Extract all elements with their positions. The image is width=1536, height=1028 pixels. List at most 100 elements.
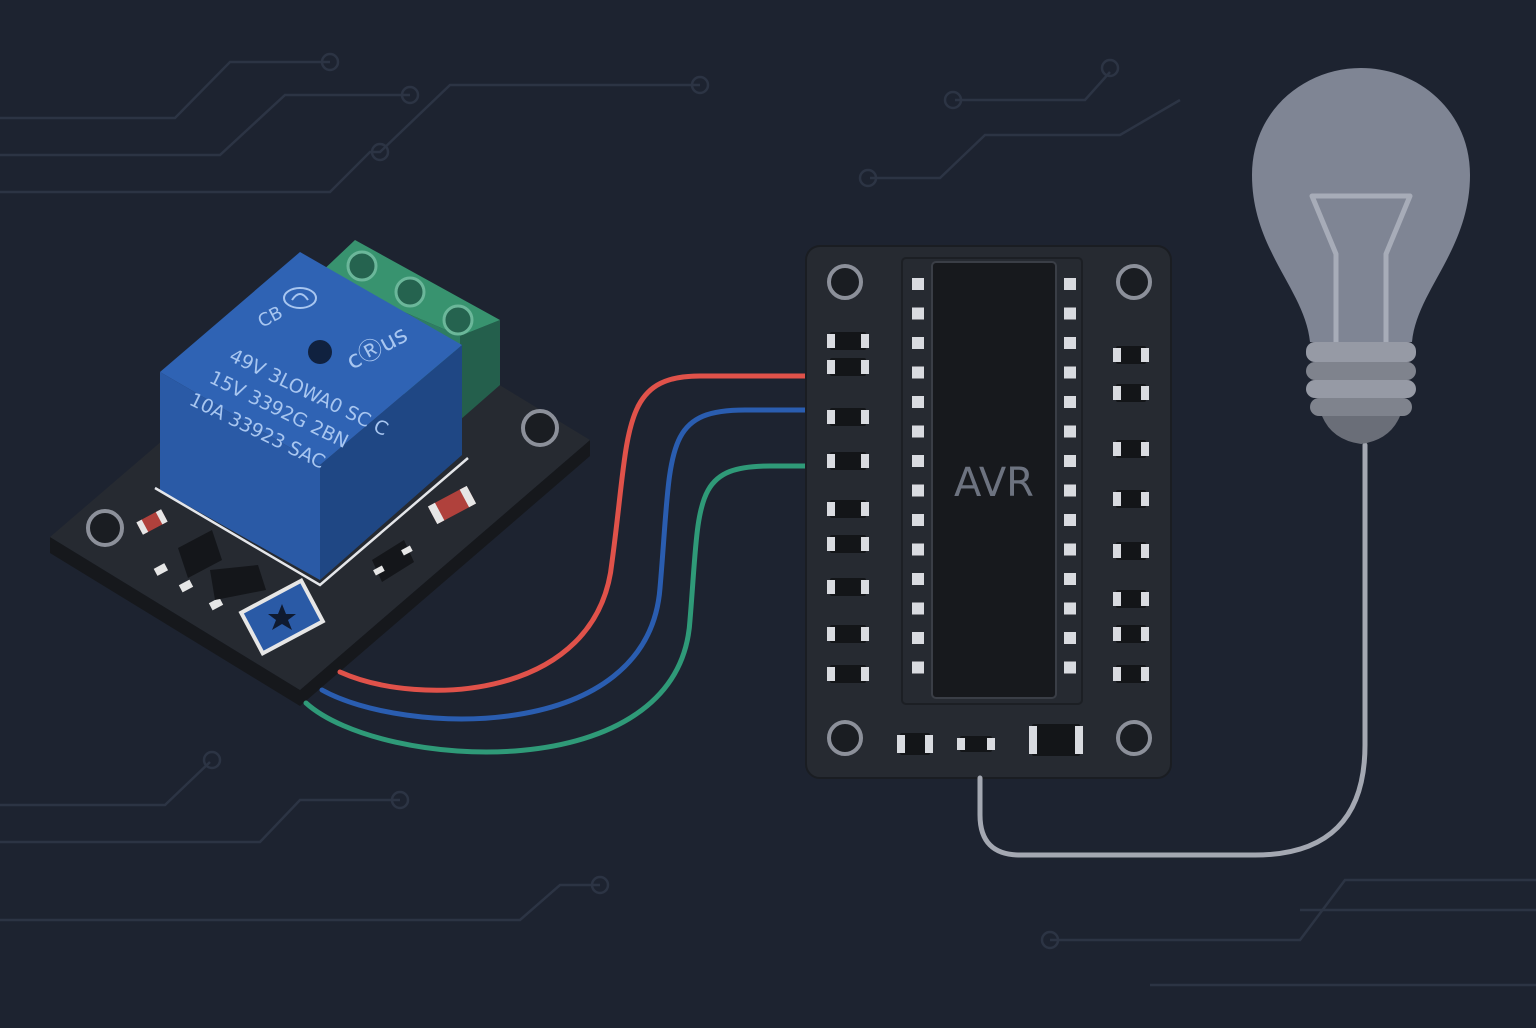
avr-pin-right — [1064, 573, 1076, 585]
relay-cube: CB cⓇus 49V 3LOWA0 SC C 15V 3392G 2BN 10… — [154, 252, 469, 587]
avr-pin-left — [912, 543, 924, 556]
mounting-hole — [521, 409, 559, 447]
signal-wire-blue — [319, 407, 811, 722]
trace-node — [943, 90, 963, 110]
signal-wires — [303, 373, 811, 755]
signal-wire-red — [337, 373, 811, 693]
trace-node — [400, 85, 420, 105]
trace-node — [858, 168, 878, 188]
relay-cube-outline — [154, 457, 469, 587]
relay-cube-left-face — [160, 372, 320, 580]
relay-board-components — [136, 485, 477, 656]
trace — [0, 83, 700, 194]
avr-pin-left — [912, 307, 924, 320]
avr-pin-left — [912, 602, 924, 615]
trace-node — [390, 790, 410, 810]
bulb-power-cord — [977, 442, 1368, 858]
potentiometer-icon — [238, 578, 326, 656]
smd-component-right — [1113, 665, 1149, 683]
avr-pin-right — [1064, 514, 1076, 526]
relay-logo-icon — [283, 287, 317, 309]
avr-pin-right — [1064, 484, 1076, 497]
terminal-block-side — [460, 320, 500, 420]
avr-pin-left — [912, 632, 924, 644]
smd-component-bottom — [897, 733, 933, 755]
avr-pin-left — [912, 661, 924, 674]
trace-node — [320, 52, 340, 72]
smd-component-left — [827, 625, 869, 643]
avr-pin-left — [912, 337, 924, 349]
smd-component-right — [1113, 542, 1149, 560]
avr-development-board: AVR — [805, 245, 1172, 779]
terminal-screw — [442, 304, 474, 336]
smd-component-right — [1113, 440, 1149, 458]
relay-module: CB cⓇus 49V 3LOWA0 SC C 15V 3392G 2BN 10… — [50, 240, 590, 706]
avr-pin-right — [1064, 602, 1076, 615]
smd-component-left — [827, 535, 869, 553]
transistor — [153, 530, 224, 611]
terminal-screw — [394, 276, 426, 308]
smd-component-right — [1113, 384, 1149, 402]
trace-node — [1040, 930, 1060, 950]
mounting-hole — [827, 720, 863, 756]
avr-pin-right — [1064, 425, 1076, 438]
diode — [372, 540, 414, 582]
avr-pin-left — [912, 396, 924, 408]
avr-chip-pins — [912, 278, 1076, 674]
resistor — [427, 485, 477, 525]
mounting-hole — [1116, 720, 1152, 756]
smd-component-left — [827, 665, 869, 683]
avr-pin-left — [912, 455, 924, 467]
avr-pin-left — [912, 366, 924, 379]
smd-component-right — [1113, 625, 1149, 643]
trace-node — [590, 875, 610, 895]
trace — [870, 98, 1181, 180]
resistor — [136, 509, 168, 535]
background-trace-nodes — [202, 52, 1120, 950]
avr-pin-left — [912, 278, 924, 290]
trace — [0, 883, 600, 922]
trace — [955, 71, 1111, 102]
trace-node — [1100, 58, 1120, 78]
avr-chip-socket — [901, 257, 1083, 705]
avr-pin-left — [912, 425, 924, 438]
signal-wire-green — [303, 463, 811, 755]
background-circuit-traces — [0, 60, 1536, 987]
bulb-screw-base — [1306, 342, 1416, 444]
mounting-hole — [1116, 264, 1152, 300]
avr-pin-left — [912, 514, 924, 526]
smd-component-bottom — [1029, 724, 1083, 756]
trace — [0, 93, 410, 157]
terminal-screw — [346, 250, 378, 282]
mounting-hole — [827, 264, 863, 300]
trace — [0, 761, 211, 807]
avr-pin-right — [1064, 278, 1076, 290]
avr-pin-left — [912, 573, 924, 585]
smd-component-right — [1113, 490, 1149, 508]
smd-component-right — [1113, 590, 1149, 608]
smd-components — [827, 332, 1149, 756]
avr-pin-right — [1064, 366, 1076, 379]
avr-pin-right — [1064, 307, 1076, 320]
smd-component-left — [827, 358, 869, 376]
avr-pin-right — [1064, 396, 1076, 408]
trace — [0, 798, 400, 844]
trace-node — [690, 75, 710, 95]
avr-pin-right — [1064, 661, 1076, 674]
avr-pin-right — [1064, 337, 1076, 349]
smd-component-left — [827, 500, 869, 518]
light-bulb-icon — [1252, 68, 1470, 444]
relay-cube-right-face — [320, 345, 462, 580]
avr-pin-right — [1064, 543, 1076, 556]
avr-pin-right — [1064, 632, 1076, 644]
smd-component-right — [1113, 346, 1149, 364]
regulator — [210, 565, 266, 600]
avr-chip-body — [931, 261, 1057, 699]
avr-pin-left — [912, 484, 924, 497]
bulb-glass — [1252, 68, 1470, 342]
mounting-hole — [86, 509, 124, 547]
smd-component-left — [827, 452, 869, 470]
avr-chip-label: AVR — [954, 460, 1034, 506]
